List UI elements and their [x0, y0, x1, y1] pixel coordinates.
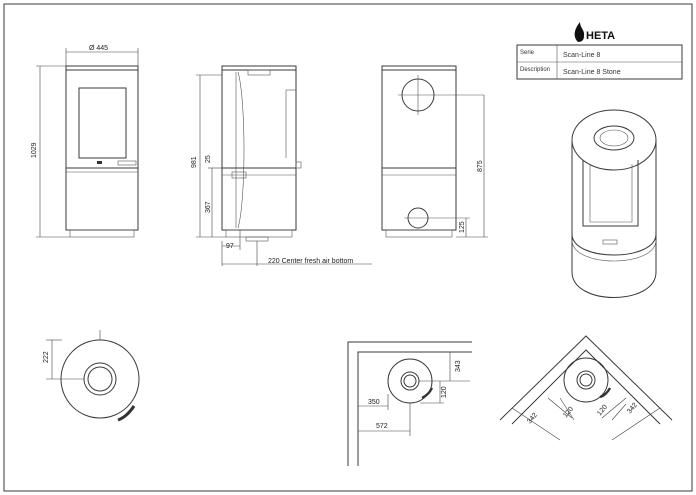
dim-wall-120: 120 [441, 386, 448, 398]
front-view: Ø 445 1029 [31, 45, 139, 238]
corner-flue-outer [576, 370, 596, 390]
dim-fresh-air: 220 Center fresh air bottom [268, 258, 353, 265]
corner-placement-view: 342 120 120 342 [499, 335, 673, 441]
front-logo [97, 161, 102, 164]
dim-wall-343: 343 [455, 360, 462, 372]
corner-flue-inner [579, 373, 593, 387]
side-view: 981 25 367 97 220 Center fresh air botto… [191, 65, 372, 266]
sheet-border [3, 3, 693, 492]
dim-367: 367 [205, 201, 212, 213]
wall-flue-inner [403, 374, 417, 388]
dim-25: 25 [205, 155, 212, 163]
dim-97: 97 [226, 243, 234, 250]
perspective-view [571, 109, 657, 298]
dim-222: 222 [43, 351, 50, 363]
dim-875: 875 [477, 160, 484, 172]
title-value-serie: Scan-Line 8 [563, 52, 600, 59]
top-view-flue-inner [87, 366, 113, 392]
dim-corner-120-left: 120 [562, 406, 575, 420]
dim-wall-572: 572 [376, 423, 388, 430]
title-label-serie: Serie [520, 50, 535, 56]
flame-logo-icon [574, 22, 585, 42]
brand-name: HETA [586, 30, 615, 42]
title-label-description: Description [520, 67, 550, 73]
dim-corner-342-right: 342 [626, 402, 639, 416]
dim-corner-120-right: 120 [596, 404, 609, 418]
dim-diameter: Ø 445 [89, 45, 108, 52]
top-flue-collar [593, 125, 635, 151]
perspective-door-glass [589, 164, 633, 223]
top-view-handle [117, 405, 136, 422]
wall-placement-view: 343 120 350 572 [347, 341, 472, 466]
top-view: 222 [43, 330, 140, 422]
dim-height-1029: 1029 [31, 142, 38, 158]
dim-wall-350: 350 [368, 399, 380, 406]
top-view-flue-outer [83, 362, 117, 396]
title-block: Serie Scan-Line 8 Description Scan-Line … [516, 44, 683, 80]
door-glass [78, 87, 127, 159]
brand-logo: HETA [574, 22, 615, 42]
dim-125: 125 [459, 221, 466, 233]
title-value-description: Scan-Line 8 Stone [563, 69, 621, 76]
dim-corner-342-left: 342 [526, 412, 539, 426]
dim-height-981: 981 [191, 156, 198, 168]
rear-view: 875 125 [381, 65, 488, 238]
